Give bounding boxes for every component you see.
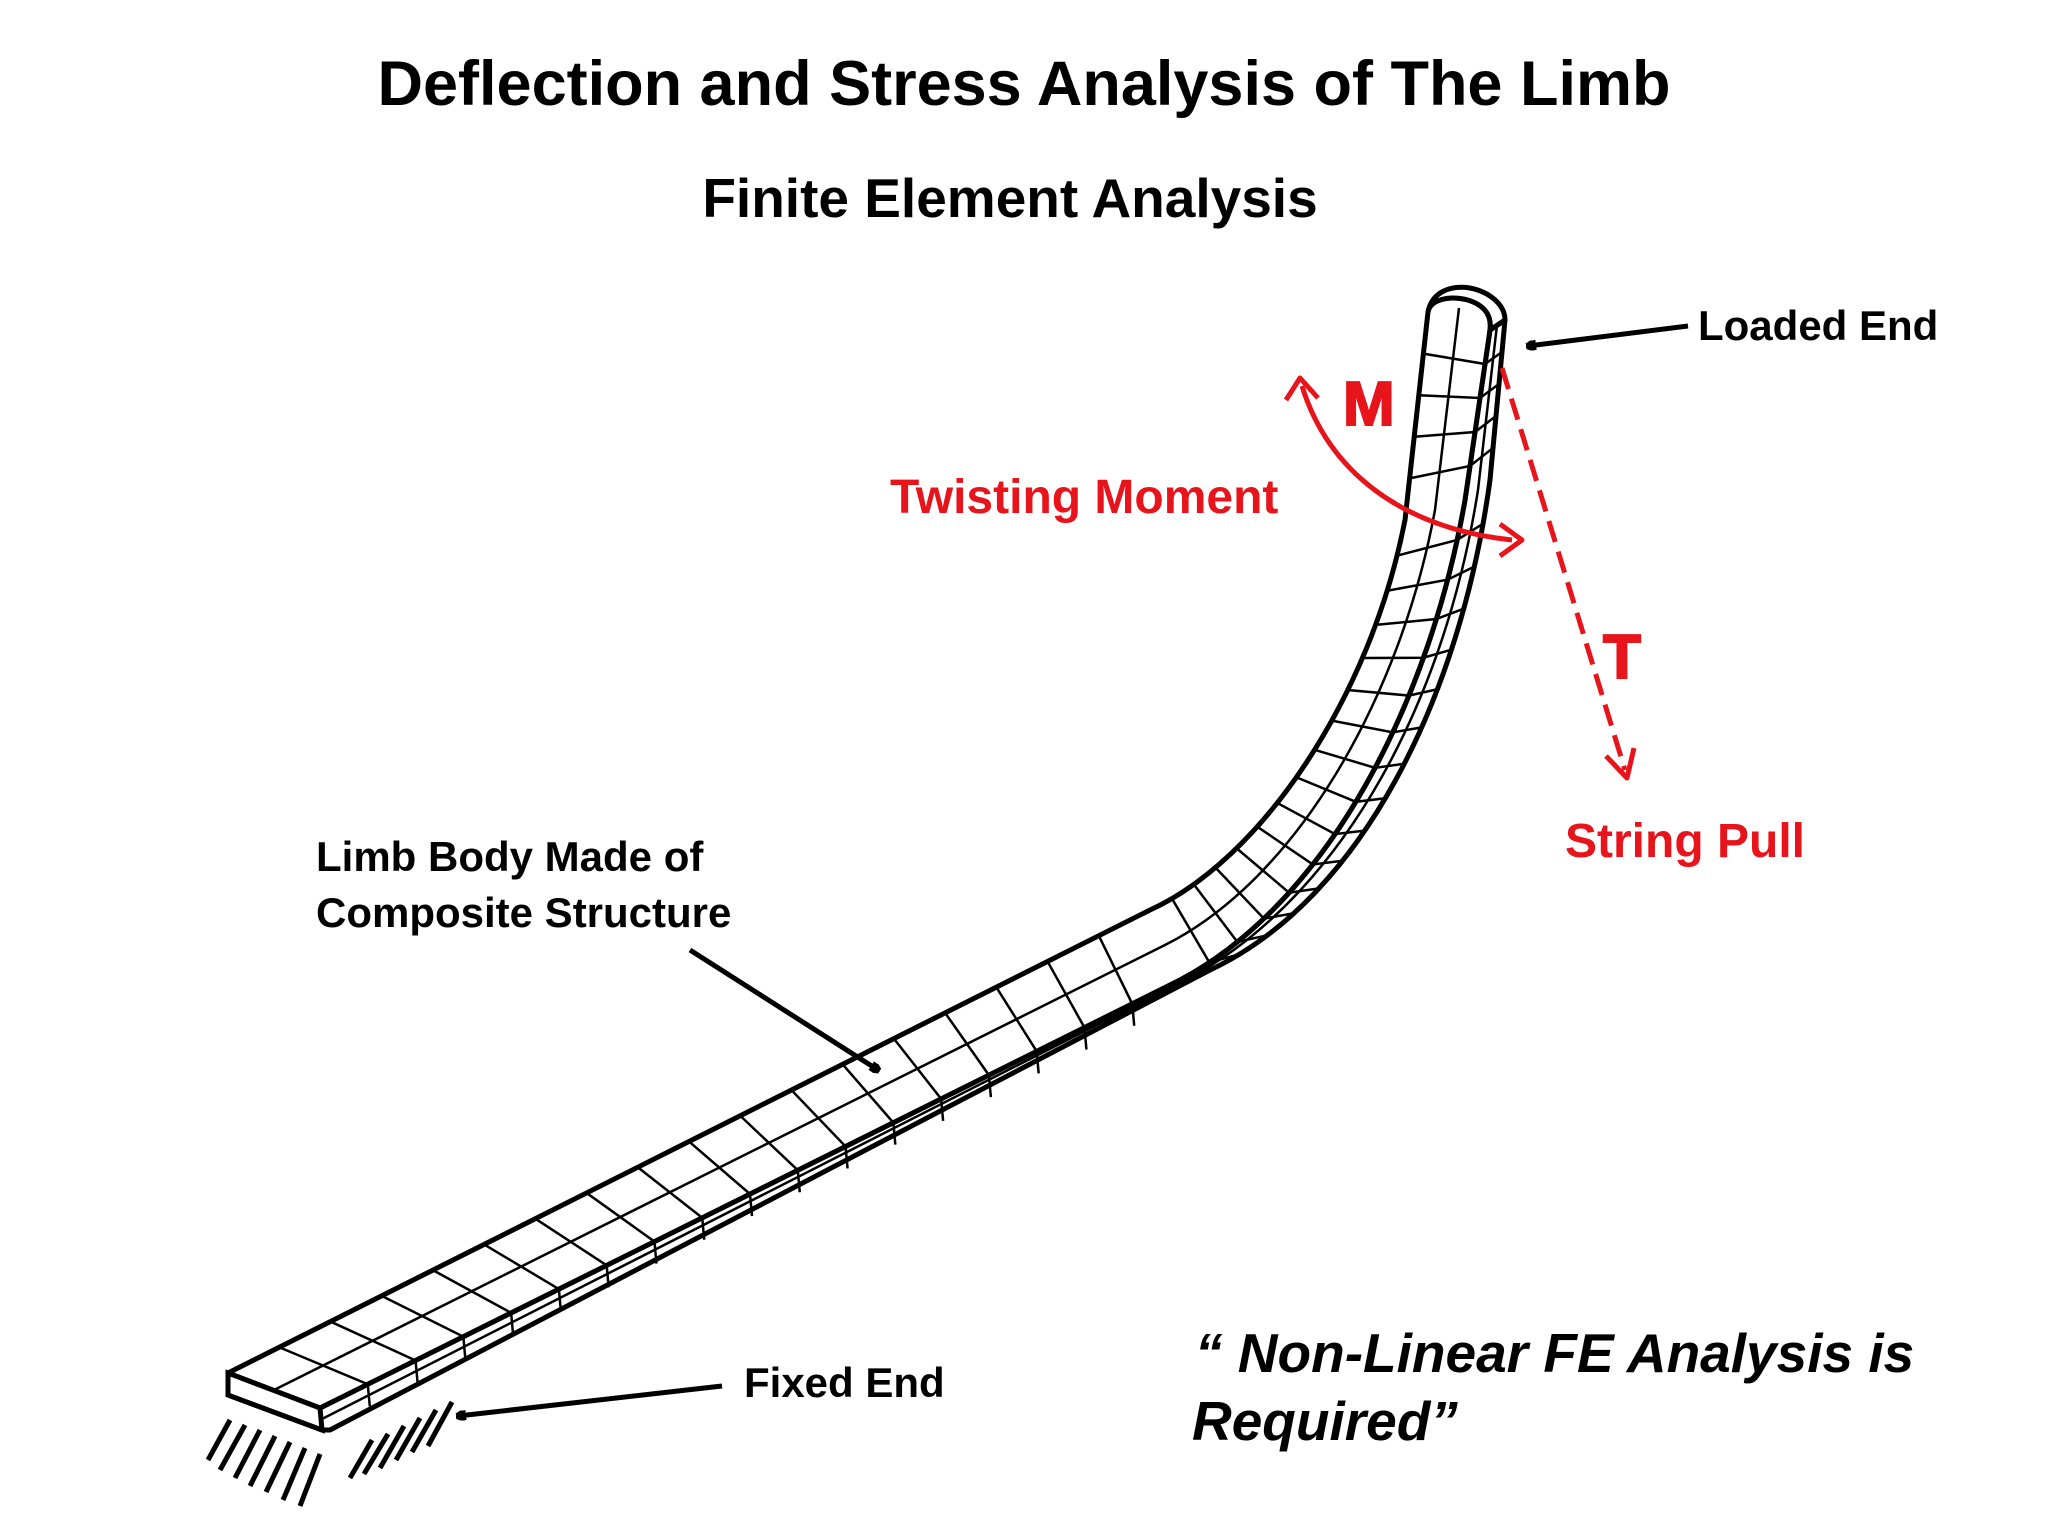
mesh-line: [1314, 748, 1405, 770]
mesh-line: [1295, 776, 1386, 804]
mesh-line: [1418, 382, 1500, 400]
string-pull-arrowhead: [1604, 747, 1637, 781]
twisting-moment-arrowhead-top: [1283, 375, 1320, 402]
mesh-line: [841, 1063, 897, 1145]
note-line2: Required”: [1192, 1390, 1458, 1452]
mesh-line: [892, 1037, 945, 1122]
mesh-line: [585, 1191, 658, 1264]
mesh-line: [432, 1269, 515, 1336]
mesh-line: [688, 1140, 754, 1217]
fixed-end-face: [225, 1369, 325, 1434]
mesh-line: [1386, 565, 1475, 592]
note-line1: “ Non-Linear FE Analysis is: [1195, 1322, 1914, 1384]
mesh-line: [1170, 897, 1240, 964]
mesh-line: [1235, 847, 1320, 894]
mesh-line: [1423, 350, 1503, 366]
fixed-support-hatching: [205, 1400, 455, 1507]
mesh-line: [534, 1217, 610, 1288]
mesh-line: [1256, 825, 1343, 866]
loaded-end-arrow: [1528, 323, 1689, 346]
mesh-line: [790, 1089, 849, 1169]
loaded-end-label: Loaded End: [1698, 302, 1938, 349]
mesh-line: [329, 1320, 419, 1383]
limb-body-arrow: [688, 947, 878, 1070]
mesh-center-line: [273, 307, 1461, 1392]
mesh-line: [278, 1346, 372, 1407]
page-title: Deflection and Stress Analysis of The Li…: [377, 49, 1671, 119]
mesh-line: [1046, 960, 1088, 1050]
mesh-line: [1192, 883, 1268, 944]
mesh-side-line: [321, 324, 1499, 1421]
loads: [1283, 367, 1637, 781]
mesh-line: [1375, 607, 1465, 627]
mesh-line: [1362, 648, 1452, 660]
string-pull-line: [1499, 367, 1628, 771]
mesh-line: [1347, 688, 1438, 697]
mesh-line: [1097, 935, 1136, 1026]
twisting-moment-label: Twisting Moment: [890, 471, 1278, 524]
tension-symbol: T: [1603, 623, 1641, 692]
mesh-line: [637, 1166, 706, 1240]
limb-body-label-line1: Limb Body Made of: [316, 833, 704, 880]
string-pull-label: String Pull: [1565, 815, 1805, 868]
moment-symbol: M: [1343, 370, 1395, 439]
mesh-line: [1214, 866, 1295, 920]
mesh-line: [1396, 522, 1484, 557]
fixed-end-arrow: [458, 1383, 723, 1416]
mesh-line: [483, 1243, 563, 1312]
limb-body-label-line2: Composite Structure: [316, 889, 731, 936]
limb-body: [225, 284, 1508, 1434]
fixed-end-label: Fixed End: [744, 1359, 945, 1406]
mesh-line: [739, 1114, 802, 1193]
leader-arrows: [458, 323, 1689, 1416]
mesh-transverse-lines: [278, 350, 1503, 1407]
mesh-line: [1414, 415, 1497, 439]
mesh-line: [1409, 447, 1494, 480]
mesh-line: [995, 986, 1040, 1074]
mesh-line: [1276, 801, 1365, 836]
mesh-line: [381, 1294, 467, 1359]
twisting-moment-arrowhead-right: [1498, 521, 1525, 559]
twisting-moment-arc: [1299, 385, 1513, 543]
mesh-line: [944, 1012, 993, 1098]
limb-tip-cap: [1425, 284, 1508, 336]
mesh-line: [1331, 719, 1422, 734]
page-subtitle: Finite Element Analysis: [702, 167, 1318, 229]
